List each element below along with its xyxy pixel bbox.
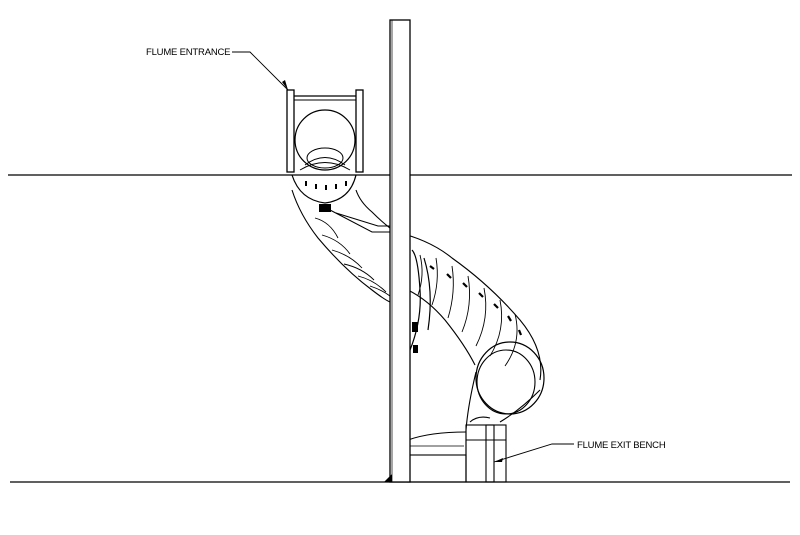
upper-flume-section	[286, 89, 391, 303]
leader-lines	[232, 51, 574, 463]
support-column	[384, 19, 411, 483]
lower-flume-section	[395, 231, 545, 483]
flume-exit-bench-label: FLUME EXIT BENCH	[577, 440, 666, 451]
flume-entrance-label: FLUME ENTRANCE	[146, 47, 230, 58]
loop-front	[409, 249, 431, 353]
